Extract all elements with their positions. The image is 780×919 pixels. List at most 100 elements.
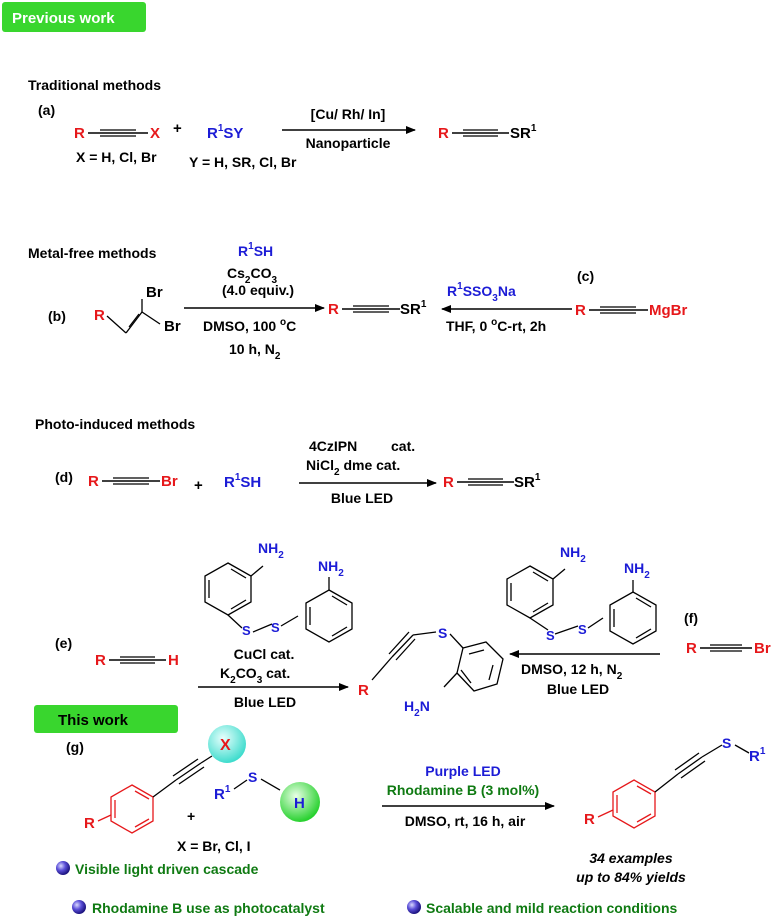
bullet-icon-3 [407,900,421,914]
product-g-chain [654,744,723,793]
light-g: Purple LED [425,763,500,779]
product-ef-amine: H2N [404,698,430,719]
bullet-text-3: Scalable and mild reaction conditions [426,900,677,916]
label-d: (d) [55,469,73,485]
bullet-icon-2 [72,900,86,914]
label-c: (c) [577,268,594,284]
product-ef [371,631,504,692]
hydrogen-h: H [294,795,305,812]
svg-text:R: R [74,125,85,142]
equiv-b: (4.0 equiv.) [222,282,294,298]
plus-d: + [194,477,203,494]
x-definition-a: X = H, Cl, Br [76,149,157,165]
bullet-text-1: Visible light driven cascade [75,861,259,877]
thiol-reagent-a: R1SY [207,123,243,142]
conditions-c: THF, 0 oC-rt, 2h [446,317,546,334]
product-g-r1: R1 [749,746,766,765]
product-g-s-bond [734,744,750,754]
amine-e1: NH2 [258,540,284,561]
svg-text:Br: Br [146,284,163,301]
time-atm-b: 10 h, N2 [229,341,281,362]
svg-text:SR1: SR1 [400,299,427,318]
section-photo: Photo-induced methods [35,416,195,432]
disulfide-reagent-f [506,565,657,645]
grignard-reactant-c: R MgBr [575,302,687,319]
base-b: Cs2CO3 [227,265,277,286]
svg-text:R: R [94,307,105,324]
aryl-r-bond-g [97,814,112,822]
dibromoalkene-reactant-b: R Br Br [94,284,181,335]
examples-count: 34 examples [589,850,672,866]
thiol-bond2-g [260,778,281,791]
reagent-c: R1SSO3Na [447,281,516,304]
product-a: R SR1 [438,123,537,142]
sulfur-f1: S [546,628,555,643]
this-work-badge [34,705,178,733]
catalyst-g: Rhodamine B (3 mol%) [387,782,539,798]
halogen-x: X [220,737,231,754]
plus-a: + [173,120,182,137]
product-ef-sulfur: S [438,625,447,641]
catalyst-a: [Cu/ Rh/ In] [311,106,386,122]
condition-a: Nanoparticle [306,135,391,151]
terminal-alkyne-e: R H [95,652,179,669]
amine-e2: NH2 [318,558,344,579]
svg-text:H: H [168,652,179,669]
product-g-r-bond [597,809,614,818]
sulfur-e1: S [242,623,251,638]
thiol-reagent-b: R1SH [238,241,273,259]
svg-text:MgBr: MgBr [649,302,687,319]
conditions-f: DMSO, 12 h, N2 [521,661,623,682]
nickel-catalyst-d: NiCl2 dme cat. [306,457,400,478]
svg-text:SR1: SR1 [514,472,541,491]
amine-f2: NH2 [624,560,650,581]
product-ef-r: R [358,682,369,699]
sulfur-f2: S [578,622,587,637]
svg-text:R: R [575,302,586,319]
product-g-r: R [584,811,595,828]
this-work-label: This work [58,712,129,729]
thiol-r1-g: R1 [214,784,231,803]
halogen-ball [208,725,246,763]
aryl-r-g: R [84,815,95,832]
section-metal-free: Metal-free methods [28,245,157,261]
thiol-s-g: S [248,769,257,785]
svg-text:Br: Br [164,318,181,335]
conditions-g: DMSO, rt, 16 h, air [405,813,526,829]
thiol-reagent-d: R1SH [224,472,261,491]
yield-summary: up to 84% yields [576,869,686,885]
haloalkyne-reactant-g [110,784,154,834]
label-b: (b) [48,308,66,324]
section-traditional: Traditional methods [28,77,161,93]
svg-text:Br: Br [161,473,178,490]
catalyst-e2: K2CO3 cat. [220,665,290,686]
product-bc: R SR1 [328,299,427,318]
svg-text:SR1: SR1 [510,123,537,142]
label-a: (a) [38,102,55,118]
plus-g: + [187,808,195,824]
svg-text:R: R [328,301,339,318]
amine-f1: NH2 [560,544,586,565]
svg-text:X: X [150,125,160,142]
solvent-temp-b: DMSO, 100 oC [203,317,296,334]
product-g-sulfur: S [722,735,731,751]
previous-work-label: Previous work [12,10,115,27]
label-g: (g) [66,739,84,755]
haloalkyne-chain-g [152,755,213,798]
thiol-bond1-g [233,779,248,790]
product-g-ring [612,779,656,829]
alkyne-reactant-a: R X [74,125,160,142]
light-f: Blue LED [547,681,609,697]
previous-work-badge [2,2,146,32]
product-d: R SR1 [443,472,541,491]
bromoalkyne-reactant-f: R Br [686,640,771,657]
svg-text:R: R [88,473,99,490]
label-e: (e) [55,635,72,651]
y-definition-a: Y = H, SR, Cl, Br [189,154,297,170]
light-e: Blue LED [234,694,296,710]
disulfide-reagent-e [204,562,353,643]
bromoalkyne-reactant-d: R Br [88,473,178,490]
bullet-text-2: Rhodamine B use as photocatalyst [92,900,325,916]
label-f: (f) [684,610,698,626]
